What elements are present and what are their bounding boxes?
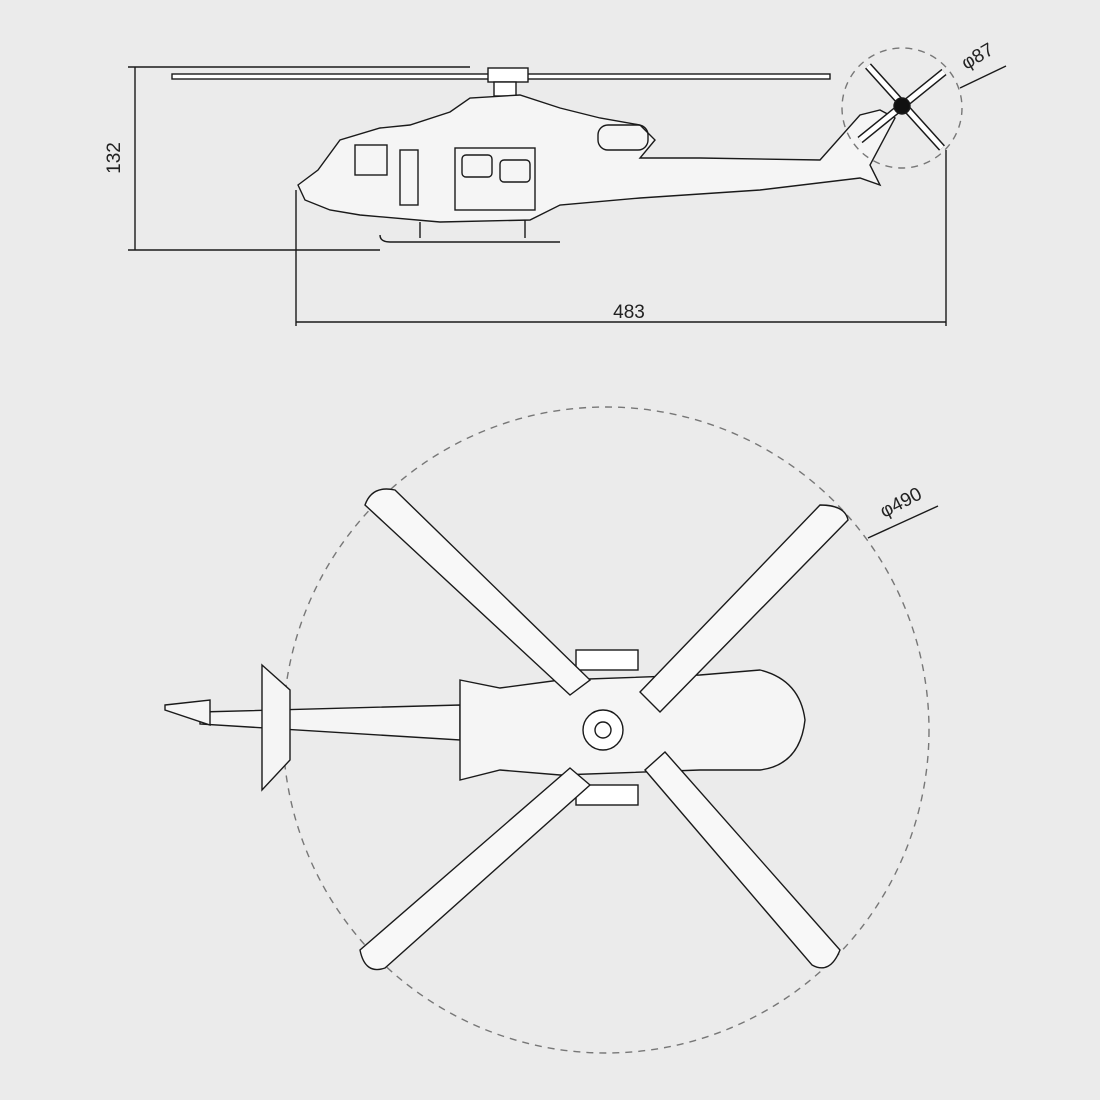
tail-boom [199,704,461,741]
cockpit-window [354,144,388,176]
crew-door [399,149,419,206]
main-rotor-blades-top [359,488,849,971]
length-label: 483 [613,302,645,323]
rotor-hub-center [594,721,612,739]
main-rotor-blade [359,767,592,971]
tail-rotor-leader [959,65,1007,89]
tail-rotor-hub [893,97,911,115]
tail-rotor-diameter-label: φ87 [958,39,997,74]
height-dimension [128,66,470,251]
engine-pod [575,649,639,671]
side-view [128,47,1007,326]
fuselage-top [459,669,806,781]
cabin-door [454,147,536,211]
engine-pods-top [575,649,639,806]
skids-side [379,220,560,243]
horizontal-stabilizer [261,663,291,792]
main-rotor-leader [867,505,939,539]
height-dimension-lines [128,66,470,251]
main-rotor-blade [364,488,592,696]
length-dimension [295,150,947,326]
main-rotor-blade [644,751,841,969]
skid [379,234,560,243]
windows-side [354,124,649,211]
tail-rotor-disk [841,47,963,169]
top-view [164,406,939,1054]
tail-rotor-top [164,699,211,726]
tail-boom-top [164,663,461,792]
engine-exhaust [597,124,649,151]
length-dimension-lines [295,150,947,326]
main-rotor-side [171,67,831,97]
cabin-window [461,154,493,178]
rotor-head-side [487,67,529,83]
cabin-window [499,159,531,183]
skid-struts [419,220,526,238]
main-rotor-diameter-label: φ490 [877,484,926,523]
tail-rotor-side [841,47,963,169]
rotor-mast-side [493,81,517,97]
height-label: 132 [104,142,125,174]
main-rotor-blade [639,504,849,713]
fuselage-side [297,94,896,223]
